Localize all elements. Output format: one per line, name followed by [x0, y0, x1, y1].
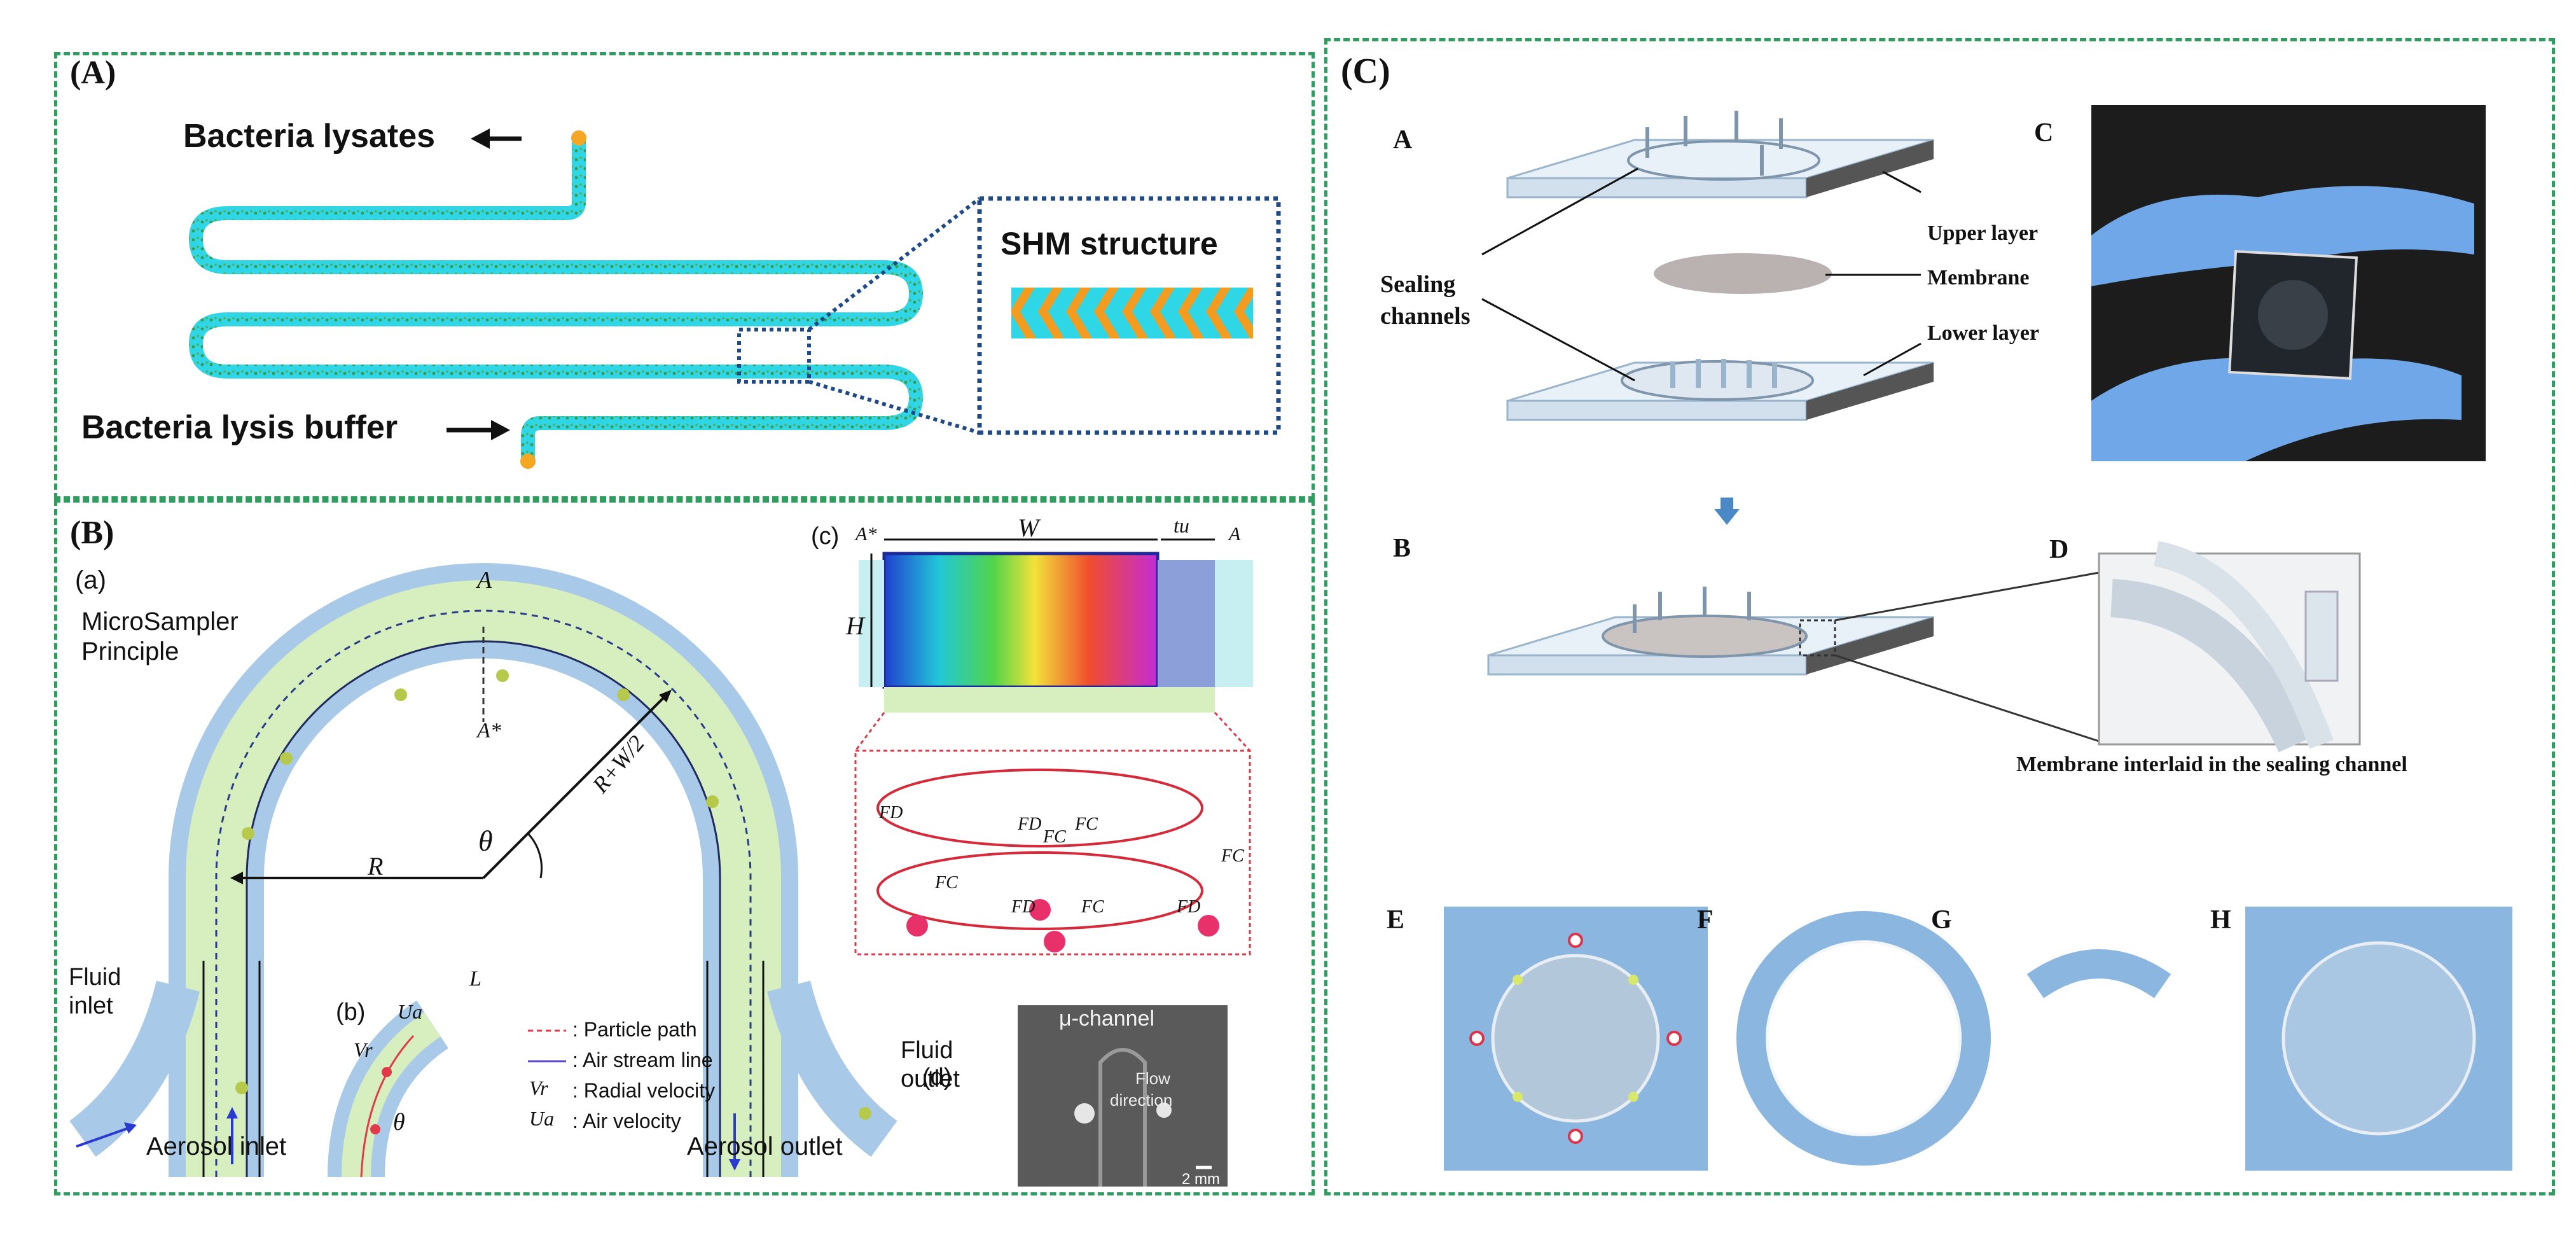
a-mark: A	[477, 567, 492, 594]
radius-label: R	[368, 852, 384, 881]
sub-b-label: (b)	[336, 999, 366, 1026]
bacteria-lysates-label: Bacteria lysates	[183, 118, 436, 155]
inset-b-vr: Vr	[354, 1038, 373, 1061]
a-star-mark: A*	[477, 719, 501, 742]
sealing-channels-label-2: channels	[1380, 303, 1471, 330]
c-h: H	[846, 611, 864, 640]
ring-f	[1736, 911, 1991, 1166]
panel-a-label: (A)	[70, 55, 116, 91]
force-label: FD	[1018, 814, 1042, 834]
microchannel-photo	[1018, 1005, 1228, 1187]
fluid-inlet-label-1: Fluid	[69, 964, 121, 991]
shm-structure-strip	[1011, 288, 1253, 338]
force-label: FC	[1221, 846, 1244, 866]
membrane-interlaid-caption: Membrane interlaid in the sealing channe…	[2016, 753, 2407, 776]
panel-b-border	[54, 499, 1315, 1195]
aerosol-outlet-label: Aerosol outlet	[687, 1132, 843, 1160]
fluid-inlet-tube	[69, 980, 200, 1157]
legend-vr-symbol: Vr	[529, 1076, 548, 1099]
mu-channel-label: μ-channel	[1059, 1007, 1155, 1031]
panel-c-border	[1324, 38, 2555, 1195]
shm-structure-label: SHM structure	[1001, 226, 1218, 261]
c-sub-e: E	[1387, 905, 1405, 935]
c-sub-h: H	[2210, 905, 2231, 935]
fluid-outlet-label-1: Fluid	[901, 1037, 953, 1064]
legend-air-velocity: : Air velocity	[572, 1110, 681, 1132]
force-label: FD	[879, 803, 903, 823]
sub-c-label: (c)	[811, 523, 840, 550]
c-sub-b: B	[1393, 534, 1411, 563]
force-label: FC	[1081, 897, 1104, 917]
fluid-outlet-label-2: outlet	[901, 1066, 960, 1092]
flow-label-1: Flow	[1135, 1069, 1170, 1088]
legend-particle-path: : Particle path	[572, 1018, 697, 1041]
glove-bottom	[2091, 358, 2462, 461]
outlet-port	[571, 130, 586, 146]
inset-b-ua: Ua	[398, 1000, 423, 1023]
scale-bar-label: 2 mm	[1182, 1171, 1220, 1188]
c-sub-d: D	[2049, 535, 2069, 564]
fluid-outlet-tube	[767, 980, 897, 1157]
glove-top	[2091, 186, 2474, 286]
sub-d-label: (d)	[922, 1064, 952, 1090]
c-w: W	[1018, 513, 1039, 542]
principle-line2: Principle	[81, 637, 179, 665]
serpentine-channel-diagram	[188, 129, 1281, 469]
panel-a-border	[54, 52, 1315, 499]
principle-line1: MicroSampler	[81, 608, 239, 636]
panel-b-label: (B)	[70, 515, 114, 551]
sealing-channels-label-1: Sealing	[1380, 271, 1456, 298]
c-a: A	[1229, 524, 1241, 545]
membrane-disk	[1654, 253, 1832, 294]
c-sub-g: G	[1931, 905, 1952, 935]
legend-ua-symbol: Ua	[529, 1107, 555, 1130]
c-sub-a: A	[1393, 125, 1413, 155]
inset-b-l: L	[469, 967, 481, 991]
bacteria-lysis-buffer-label: Bacteria lysis buffer	[81, 409, 398, 446]
cross-section-heatmap	[882, 552, 1160, 689]
legend-radial-velocity: : Radial velocity	[572, 1079, 716, 1102]
membrane-label: Membrane	[1927, 266, 2030, 289]
panel-c-label: (C)	[1341, 52, 1390, 91]
c-astar: A*	[855, 524, 877, 545]
force-label: FC	[1075, 814, 1098, 834]
arc-g	[2026, 949, 2171, 999]
inlet-port	[520, 454, 536, 469]
force-label: FD	[1177, 897, 1201, 917]
fluid-inlet-label-2: inlet	[69, 993, 113, 1019]
microsampler-diagram	[69, 538, 1253, 1187]
sub-a-label: (a)	[75, 566, 106, 594]
c-tu: tu	[1174, 514, 1189, 537]
theta-label: θ	[478, 825, 493, 857]
flow-label-2: direction	[1110, 1090, 1173, 1110]
lower-layer-label: Lower layer	[1927, 321, 2039, 345]
force-label: FC	[935, 873, 958, 893]
serpentine-channel	[188, 133, 924, 466]
membrane-device-diagram	[1444, 105, 2512, 1171]
c-sub-f: F	[1697, 905, 1714, 935]
aerosol-inlet-label: Aerosol inlet	[146, 1132, 287, 1160]
force-label: FC	[1043, 827, 1066, 847]
inset-b-theta: θ	[393, 1109, 405, 1136]
force-label: FD	[1011, 897, 1035, 917]
upper-layer-label: Upper layer	[1927, 221, 2039, 245]
legend-air-stream: : Air stream line	[572, 1048, 713, 1071]
c-sub-c: C	[2034, 118, 2054, 148]
